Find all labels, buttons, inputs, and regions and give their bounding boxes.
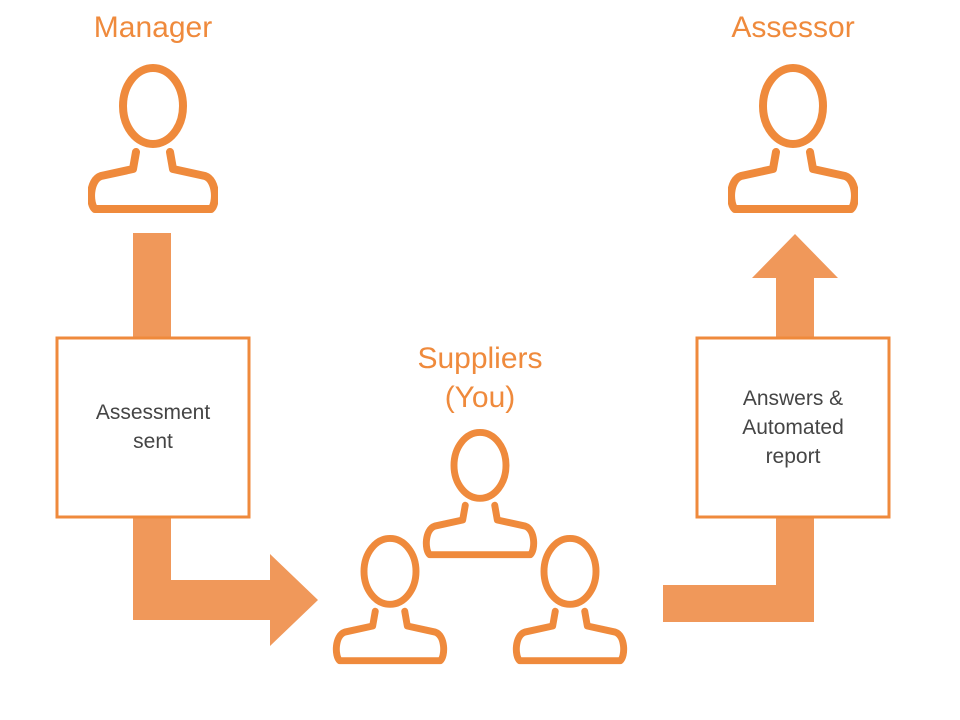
manager-label: Manager	[93, 11, 213, 44]
suppliers-label: Suppliers	[417, 342, 543, 375]
answers-box-text: Answers & Automated report	[742, 387, 844, 468]
suppliers-group-icon	[336, 432, 623, 660]
assessment-flow-arrow	[133, 233, 318, 646]
answers-box	[695, 336, 891, 519]
suppliers-sublabel: (You)	[444, 381, 516, 414]
assessment-box-text: Assessment sent	[95, 401, 211, 453]
assessor-person-icon	[731, 68, 855, 209]
supplier-person-icon	[426, 432, 533, 554]
manager-person-icon	[91, 68, 215, 209]
assessor-label: Assessor	[731, 11, 855, 44]
answers-flow-arrow	[663, 234, 838, 622]
assessment-box	[55, 336, 251, 519]
